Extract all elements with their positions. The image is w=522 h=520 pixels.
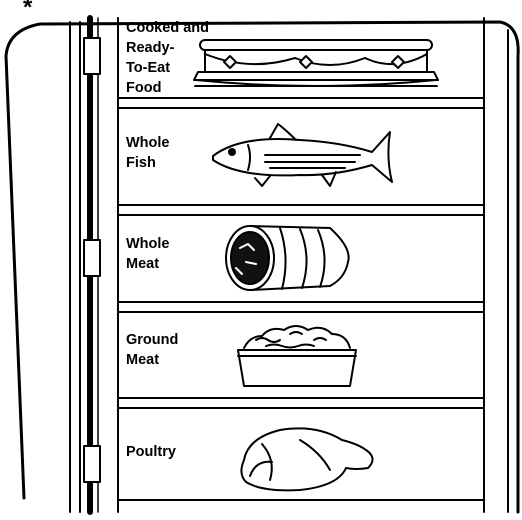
footnote-asterisk: * — [23, 0, 32, 20]
hinge-middle — [84, 240, 100, 276]
label-line: Food — [126, 78, 209, 98]
label-line: Ground — [126, 330, 178, 350]
shelf-3 — [118, 302, 484, 312]
shelf-2 — [118, 205, 484, 215]
ground-meat-tray-icon — [238, 326, 356, 386]
label-line: Cooked and — [126, 18, 209, 38]
poultry-icon — [241, 428, 372, 490]
hinge-bottom — [84, 446, 100, 482]
shelf-1 — [118, 98, 484, 108]
label-cooked-ready-to-eat-food: Cooked and Ready- To-Eat Food — [126, 18, 209, 98]
label-line: Fish — [126, 153, 170, 173]
label-whole-fish: Whole Fish — [126, 133, 170, 173]
label-line: Meat — [126, 350, 178, 370]
label-line: Ready- — [126, 38, 209, 58]
hinge-top — [84, 38, 100, 74]
label-line: To-Eat — [126, 58, 209, 78]
roast-icon — [226, 226, 349, 290]
label-poultry: Poultry — [126, 442, 176, 462]
label-line: Whole — [126, 133, 170, 153]
label-ground-meat: Ground Meat — [126, 330, 178, 370]
fish-icon — [213, 124, 392, 186]
label-line: Meat — [126, 254, 170, 274]
label-line: Whole — [126, 234, 170, 254]
cake-icon — [194, 40, 438, 86]
label-whole-meat: Whole Meat — [126, 234, 170, 274]
label-line: Poultry — [126, 442, 176, 462]
shelf-4 — [118, 398, 484, 408]
